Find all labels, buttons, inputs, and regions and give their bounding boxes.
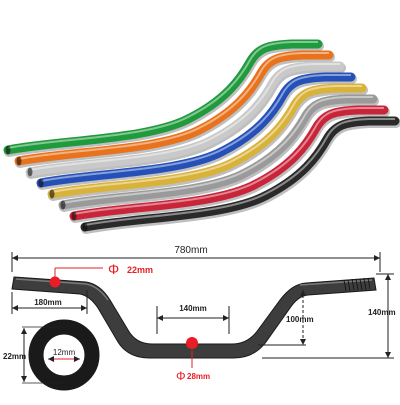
center-diameter-symbol: Φ [176, 369, 186, 383]
rise-outer-label: 140mm [368, 308, 396, 317]
handlebar-silver-end [27, 167, 33, 177]
handlebar-silhouette [11, 276, 377, 359]
handlebar-black-highlight [84, 118, 395, 226]
tube-outer-label: 22mm [3, 352, 26, 361]
center-diameter-marker [186, 337, 198, 349]
dimension-diagram: 780mm Φ 22mm 180mm 140mm [3, 245, 396, 391]
handlebar-stack-photo [3, 39, 400, 234]
handlebar-blue [36, 72, 356, 188]
handlebar-gold [47, 83, 367, 199]
clamp-diameter-symbol: Φ [108, 261, 119, 277]
knurled-grip-end [343, 277, 371, 292]
handlebar-silver-highlight [29, 63, 340, 171]
handlebar-orange-end [16, 156, 22, 166]
handlebar-black-end [82, 222, 88, 232]
handlebar-blue-end [38, 178, 44, 188]
overall-width-label: 780mm [174, 245, 207, 256]
handlebar-gold-highlight [51, 85, 362, 193]
handlebar-orange-highlight [18, 52, 329, 160]
handlebar-gray-highlight [62, 96, 373, 204]
handlebar-green-end [5, 145, 11, 155]
tube-inner-label: 12mm [53, 348, 76, 357]
rise-inner-label: 100mm [286, 315, 314, 324]
clamp-diameter-label: 22mm [127, 265, 153, 275]
handlebar-red [69, 105, 389, 221]
handlebar-gray [58, 94, 378, 210]
center-diameter-label: 28mm [187, 372, 210, 381]
handlebar-red-end [71, 211, 77, 221]
handlebar-green-highlight [7, 41, 318, 149]
handlebar-green [3, 39, 323, 155]
handlebar-blue-highlight [40, 74, 351, 182]
handlebar-red-highlight [73, 107, 384, 215]
handlebar-silver [25, 61, 345, 177]
handlebar-black [80, 116, 400, 232]
handlebar-gold-end [49, 189, 55, 199]
handlebar-orange [14, 50, 334, 166]
center-width-label: 140mm [179, 304, 207, 313]
end-section-label: 180mm [34, 298, 62, 307]
handlebar-gray-end [60, 200, 66, 210]
